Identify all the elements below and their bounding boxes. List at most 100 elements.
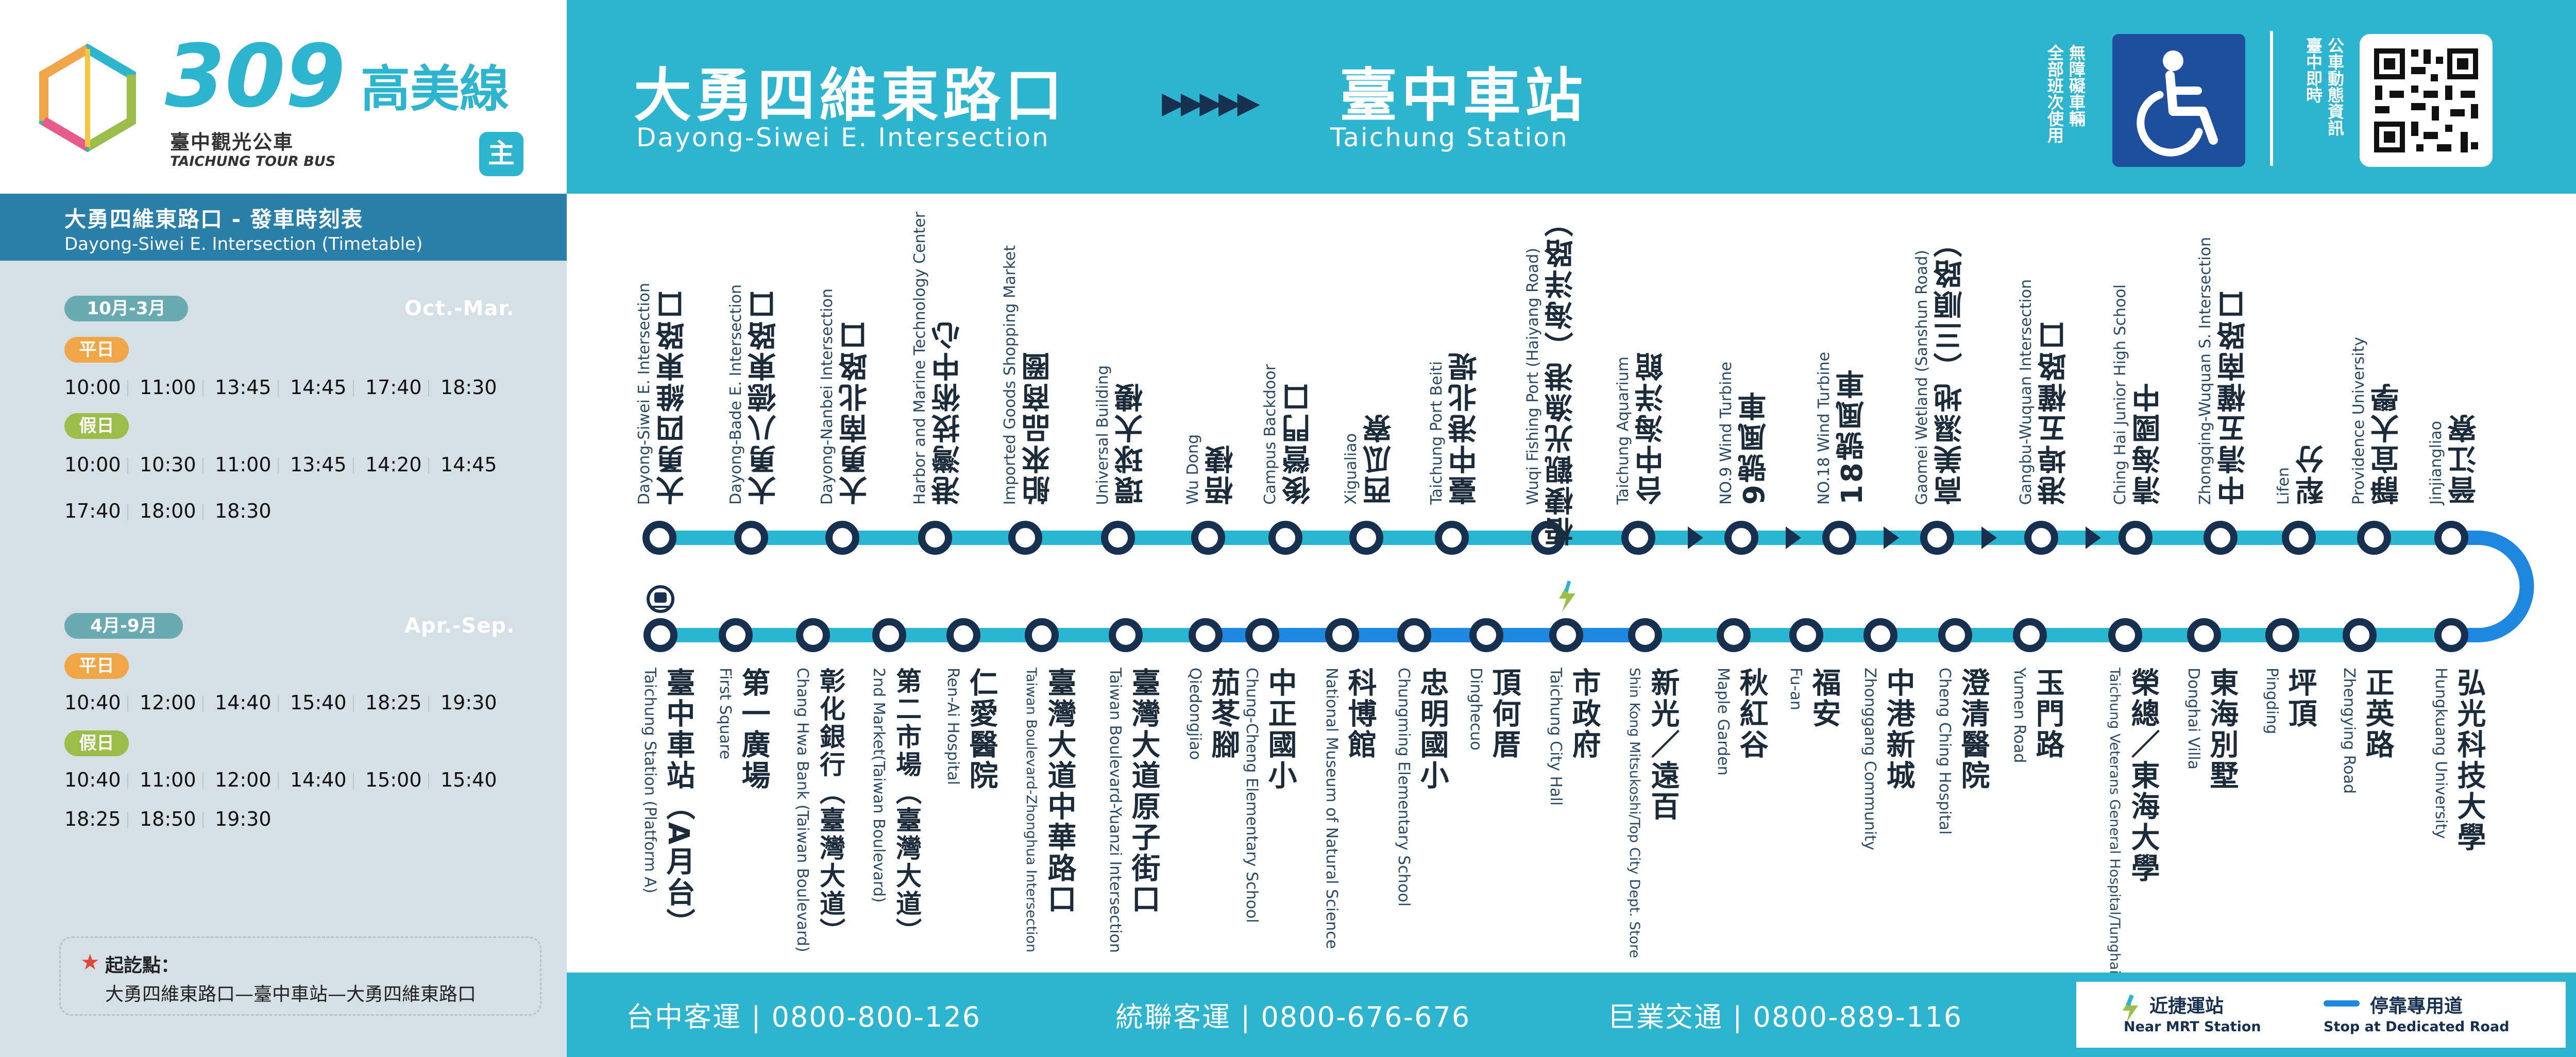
stop-marker — [734, 521, 768, 555]
stop-name-en: Chungming Elementary School — [1395, 668, 1413, 907]
stop-name-en: Qiedongjiao — [1186, 668, 1204, 760]
operator-3: 巨業交通 | 0800-889-116 — [1607, 1001, 1963, 1033]
time-cell: 13:45 — [290, 453, 365, 476]
legend-lane-label: 停靠專用道 — [2370, 996, 2463, 1017]
stop-marker — [1008, 521, 1042, 555]
stop-name-en: Imported Goods Shopping Market — [1001, 245, 1019, 505]
stop-name-en: Harbor and Marine Technology Center — [911, 212, 929, 505]
qr-code-icon[interactable] — [2360, 34, 2493, 167]
time-cell: 18:25 — [365, 691, 440, 714]
stop-name: 梧棲 — [1205, 443, 1238, 505]
time-cell: 15:40 — [440, 769, 497, 791]
main-route-badge: 主 — [479, 132, 523, 176]
stop-marker — [1621, 521, 1655, 555]
stop-name-en: Campus Backdoor — [1261, 364, 1279, 505]
stop-marker — [1863, 618, 1897, 652]
stop-name: 中正國小 — [1263, 668, 1297, 791]
stop-name: 大勇南北路口 — [839, 319, 872, 505]
season2-label-en: Apr.-Sep. — [404, 614, 515, 638]
stop-marker — [1717, 618, 1751, 652]
stop-name-en: Taichung Veterans General Hospital/Tungh… — [2107, 668, 2123, 1006]
time-cell: 18:30 — [215, 500, 272, 522]
stop-name: 晉江寮 — [2448, 412, 2481, 505]
brand-panel: 309 臺中觀光公車 TAICHUNG TOUR BUS 高美線 主 — [0, 0, 567, 194]
stop-name: 茄苳腳 — [1207, 668, 1240, 760]
stop-marker — [1191, 521, 1225, 555]
turnaround-line — [2451, 531, 2534, 642]
season2-weekday-label: 平日 — [64, 653, 129, 679]
origin-note-route: 大勇四維東路口—臺中車站—大勇四維東路口 — [105, 984, 477, 1005]
stop-marker — [1920, 521, 1954, 555]
stop-name-en: Taichung City Hall — [1547, 668, 1565, 806]
operator-phone: 0800-676-676 — [1261, 1001, 1471, 1033]
stop-marker — [1938, 618, 1972, 652]
time-cell: 10:40 — [64, 769, 140, 791]
stop-name: 仁愛醫院 — [964, 668, 998, 791]
stop-name-en: Taichung Port Beiti — [1428, 361, 1446, 505]
season1-label-en: Oct.-Mar. — [404, 297, 515, 320]
stop-marker — [1531, 521, 1565, 555]
stop-name: 港埠五權路口 — [2038, 319, 2071, 505]
direction-arrow-icon — [1981, 526, 1997, 549]
operator-bar: 台中客運 | 0800-800-126 統聯客運 | 0800-676-676 … — [567, 973, 2576, 1057]
stop-name: 坪頂 — [2283, 668, 2317, 729]
stop-marker — [1549, 618, 1583, 652]
stop-name-en: Shin Kong Mitsukoshi/Top City Dept. Stor… — [1626, 668, 1642, 958]
accessible-note-1: 全部班次使用 — [2045, 44, 2064, 143]
stop-name-en: Ren-Ai Hospital — [944, 668, 962, 785]
realtime-note-1: 臺中即時 — [2303, 37, 2323, 103]
stop-name: 榮總／東海大學 — [2126, 668, 2160, 884]
stop-marker — [1349, 521, 1383, 555]
season1-holiday-label: 假日 — [64, 413, 129, 439]
time-cell: 15:00 — [365, 769, 440, 791]
stop-name: 梧棲觀光漁港（海洋路） — [1545, 206, 1578, 546]
stop-marker — [2187, 618, 2221, 652]
stop-marker — [1101, 521, 1135, 555]
stop-name-en: 2nd Market(Taiwan Boulevard) — [870, 668, 888, 903]
stop-name-en: Dayong-Nanbei Intersection — [818, 288, 836, 505]
stop-name-en: First Square — [716, 668, 734, 760]
stop-name-en: Providence University — [2350, 337, 2368, 505]
time-cell: 18:25 — [64, 808, 140, 830]
stop-name-en: Zhongqing-Wuquan S. Intersection — [2196, 237, 2214, 505]
legend-mrt-label: 近捷運站 — [2149, 996, 2224, 1017]
stop-name-en: Donghai Villa — [2184, 668, 2202, 770]
timetable-subtitle: Dayong-Siwei E. Intersection (Timetable) — [64, 234, 423, 254]
stop-name: 臺灣大道中華路口 — [1043, 668, 1076, 915]
stop-name-en: Taichung Station (Platform A) — [641, 668, 659, 894]
time-cell: 18:30 — [440, 376, 497, 399]
season2-label: 4月-9月 — [64, 613, 183, 639]
stop-name: 第一廣場 — [737, 668, 770, 791]
operator-phone: 0800-800-126 — [771, 1001, 981, 1033]
destination-name: 臺中車站 — [1340, 62, 1587, 129]
origin-note-label: 起訖點： — [105, 955, 180, 976]
wheelchair-icon — [2112, 34, 2245, 167]
stop-name-en: National Museum of Natural Science — [1323, 668, 1341, 949]
stop-name: 大勇四維東路口 — [656, 288, 689, 505]
stop-marker — [643, 618, 677, 652]
stop-marker — [2013, 618, 2047, 652]
route-number: 309 — [165, 26, 346, 127]
stop-name: 臺中車站（A月台） — [662, 668, 695, 940]
time-cell: 19:30 — [440, 691, 497, 714]
stop-marker — [1724, 521, 1758, 555]
stop-name-en: Cheng Ching Hospital — [1936, 668, 1954, 835]
stop-name-en: NO.9 Wind Turbine — [1717, 362, 1735, 505]
stop-name-en: Zhengying Road — [2340, 668, 2358, 794]
stop-name: 高美濕地（三順路） — [1934, 227, 1967, 505]
operator-name: 台中客運 — [626, 1001, 741, 1033]
stop-name: 頂何厝 — [1487, 668, 1521, 760]
operator-1: 台中客運 | 0800-800-126 — [626, 1001, 981, 1033]
stop-name: 福安 — [1807, 668, 1841, 729]
stop-name: 中港新城 — [1882, 668, 1915, 791]
stop-marker — [1025, 618, 1059, 652]
stop-name: 新光／遠百 — [1646, 668, 1680, 822]
time-cell: 11:00 — [140, 376, 215, 399]
stop-name-en: Lifen — [2275, 467, 2293, 505]
star-icon: ★ — [80, 949, 100, 975]
time-cell: 15:40 — [290, 691, 365, 714]
